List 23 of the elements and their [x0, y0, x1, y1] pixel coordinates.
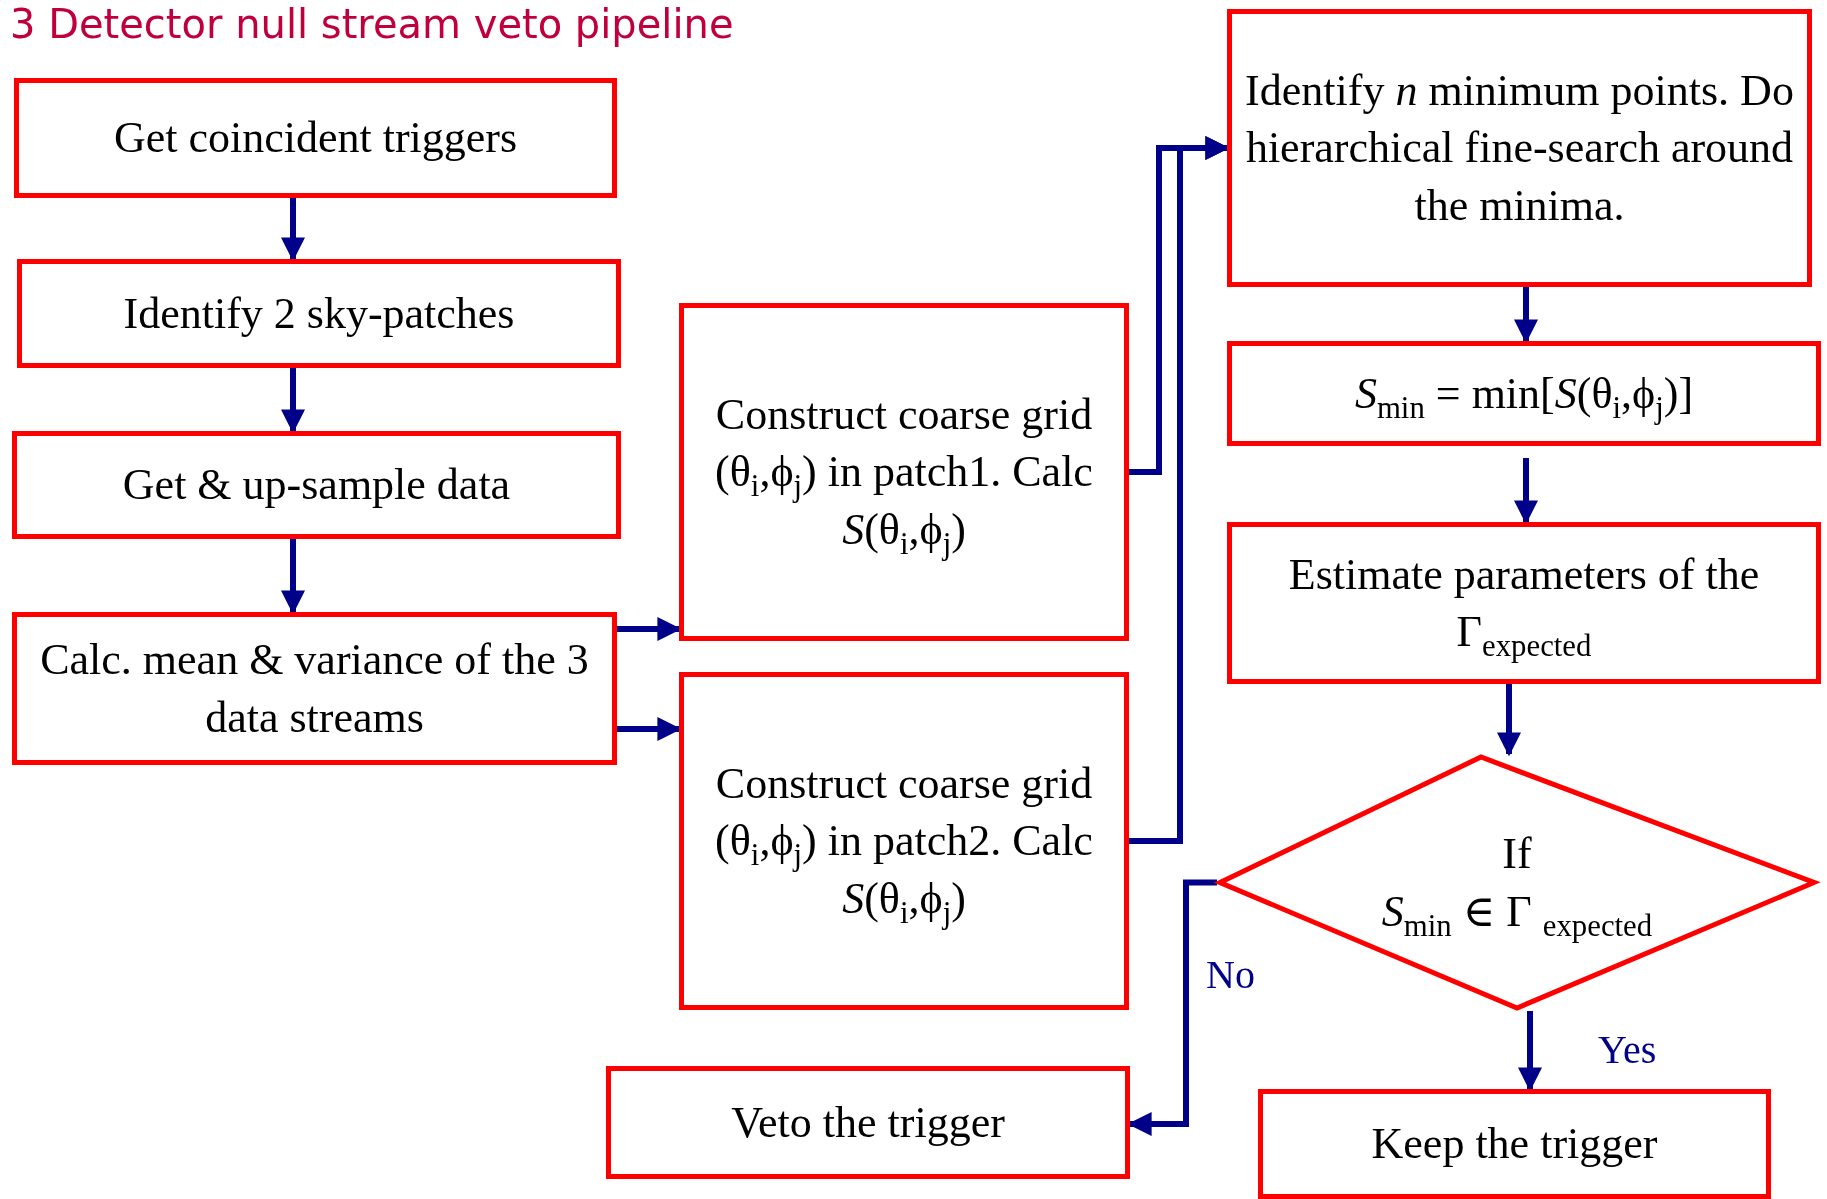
process-box — [14, 78, 617, 198]
box-text: Get & up-sample data — [122, 459, 511, 512]
process-box — [606, 1066, 1130, 1179]
process-box — [1227, 9, 1812, 287]
box-text: Get coincident triggers — [113, 112, 518, 165]
box-text: If — [1502, 828, 1532, 881]
box-text: Identify n minimum points. Do hierarchical fine-search around the minima. — [1244, 65, 1795, 232]
process-box — [679, 672, 1129, 1010]
process-box — [12, 431, 621, 539]
box-text: Estimate parameters of the Γ$_{expected}$ — [1287, 548, 1761, 661]
box-text: Veto the trigger — [731, 1096, 1005, 1149]
box-text: S$_{min}$ = min[S(θ$_{i}$,ϕ$_{j}$)] — [1354, 367, 1694, 423]
process-box — [1227, 522, 1821, 684]
process-box — [679, 303, 1129, 641]
process-box — [1227, 341, 1821, 446]
box-text: Keep the trigger — [1371, 1118, 1658, 1171]
title: 3 Detector null stream veto pipeline — [10, 0, 734, 48]
box-text: Identify 2 sky-patches — [123, 287, 515, 340]
arrow — [1497, 684, 1521, 757]
box-text: Calc. mean & variance of the 3 data streams — [39, 634, 590, 744]
process-box — [17, 259, 621, 368]
process-box — [1258, 1089, 1771, 1199]
process-box — [12, 612, 617, 765]
